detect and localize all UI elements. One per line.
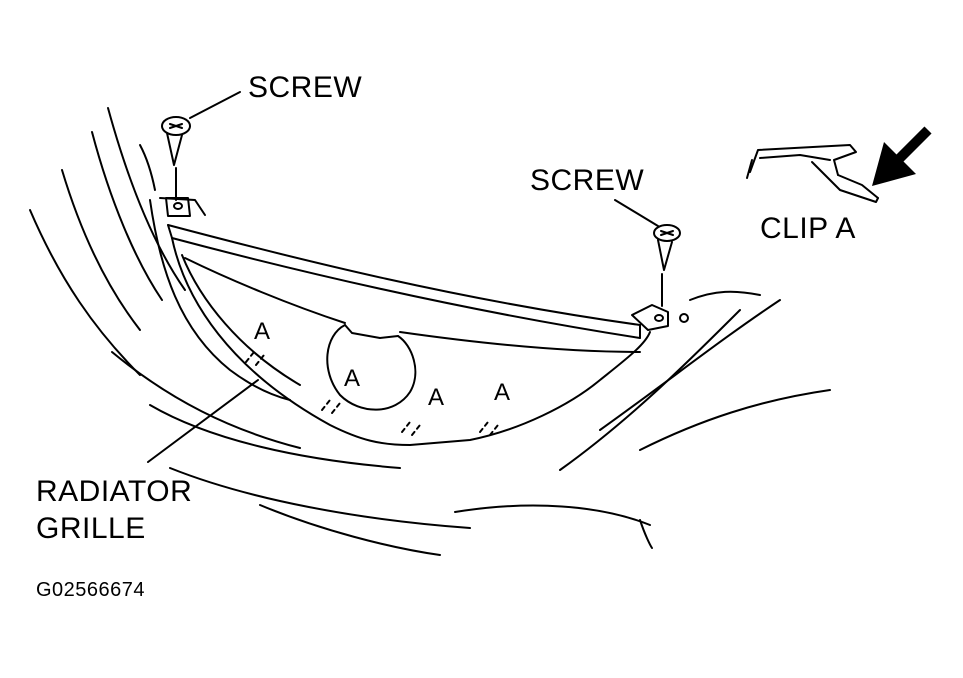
screw-right-label: SCREW [530, 164, 645, 197]
figure-id: G02566674 [36, 579, 146, 601]
clip-a-label: CLIP A [760, 212, 856, 245]
leader-screw-right [615, 200, 658, 226]
emblem-recess [327, 325, 415, 410]
left-screw [162, 117, 190, 216]
left-fender-edge [150, 200, 290, 400]
grille-top-molding [168, 225, 640, 325]
direction-arrow [872, 130, 928, 186]
screw-left-label: SCREW [248, 71, 363, 104]
clip-a-detail [747, 145, 878, 202]
leader-screw-left [190, 92, 240, 118]
clip-mark-2: A [344, 365, 361, 392]
radiator-grille-label-line2: GRILLE [36, 512, 146, 545]
clip-mark-1: A [254, 318, 271, 345]
grille-body-outline [172, 238, 650, 445]
clip-location-marks [246, 352, 498, 435]
leader-radiator-grille [148, 380, 258, 462]
clip-mark-4: A [494, 379, 511, 406]
right-screw [632, 225, 688, 330]
clip-mark-3: A [428, 384, 445, 411]
radiator-grille-label-line1: RADIATOR [36, 475, 193, 508]
body-contour-lines [30, 108, 830, 555]
